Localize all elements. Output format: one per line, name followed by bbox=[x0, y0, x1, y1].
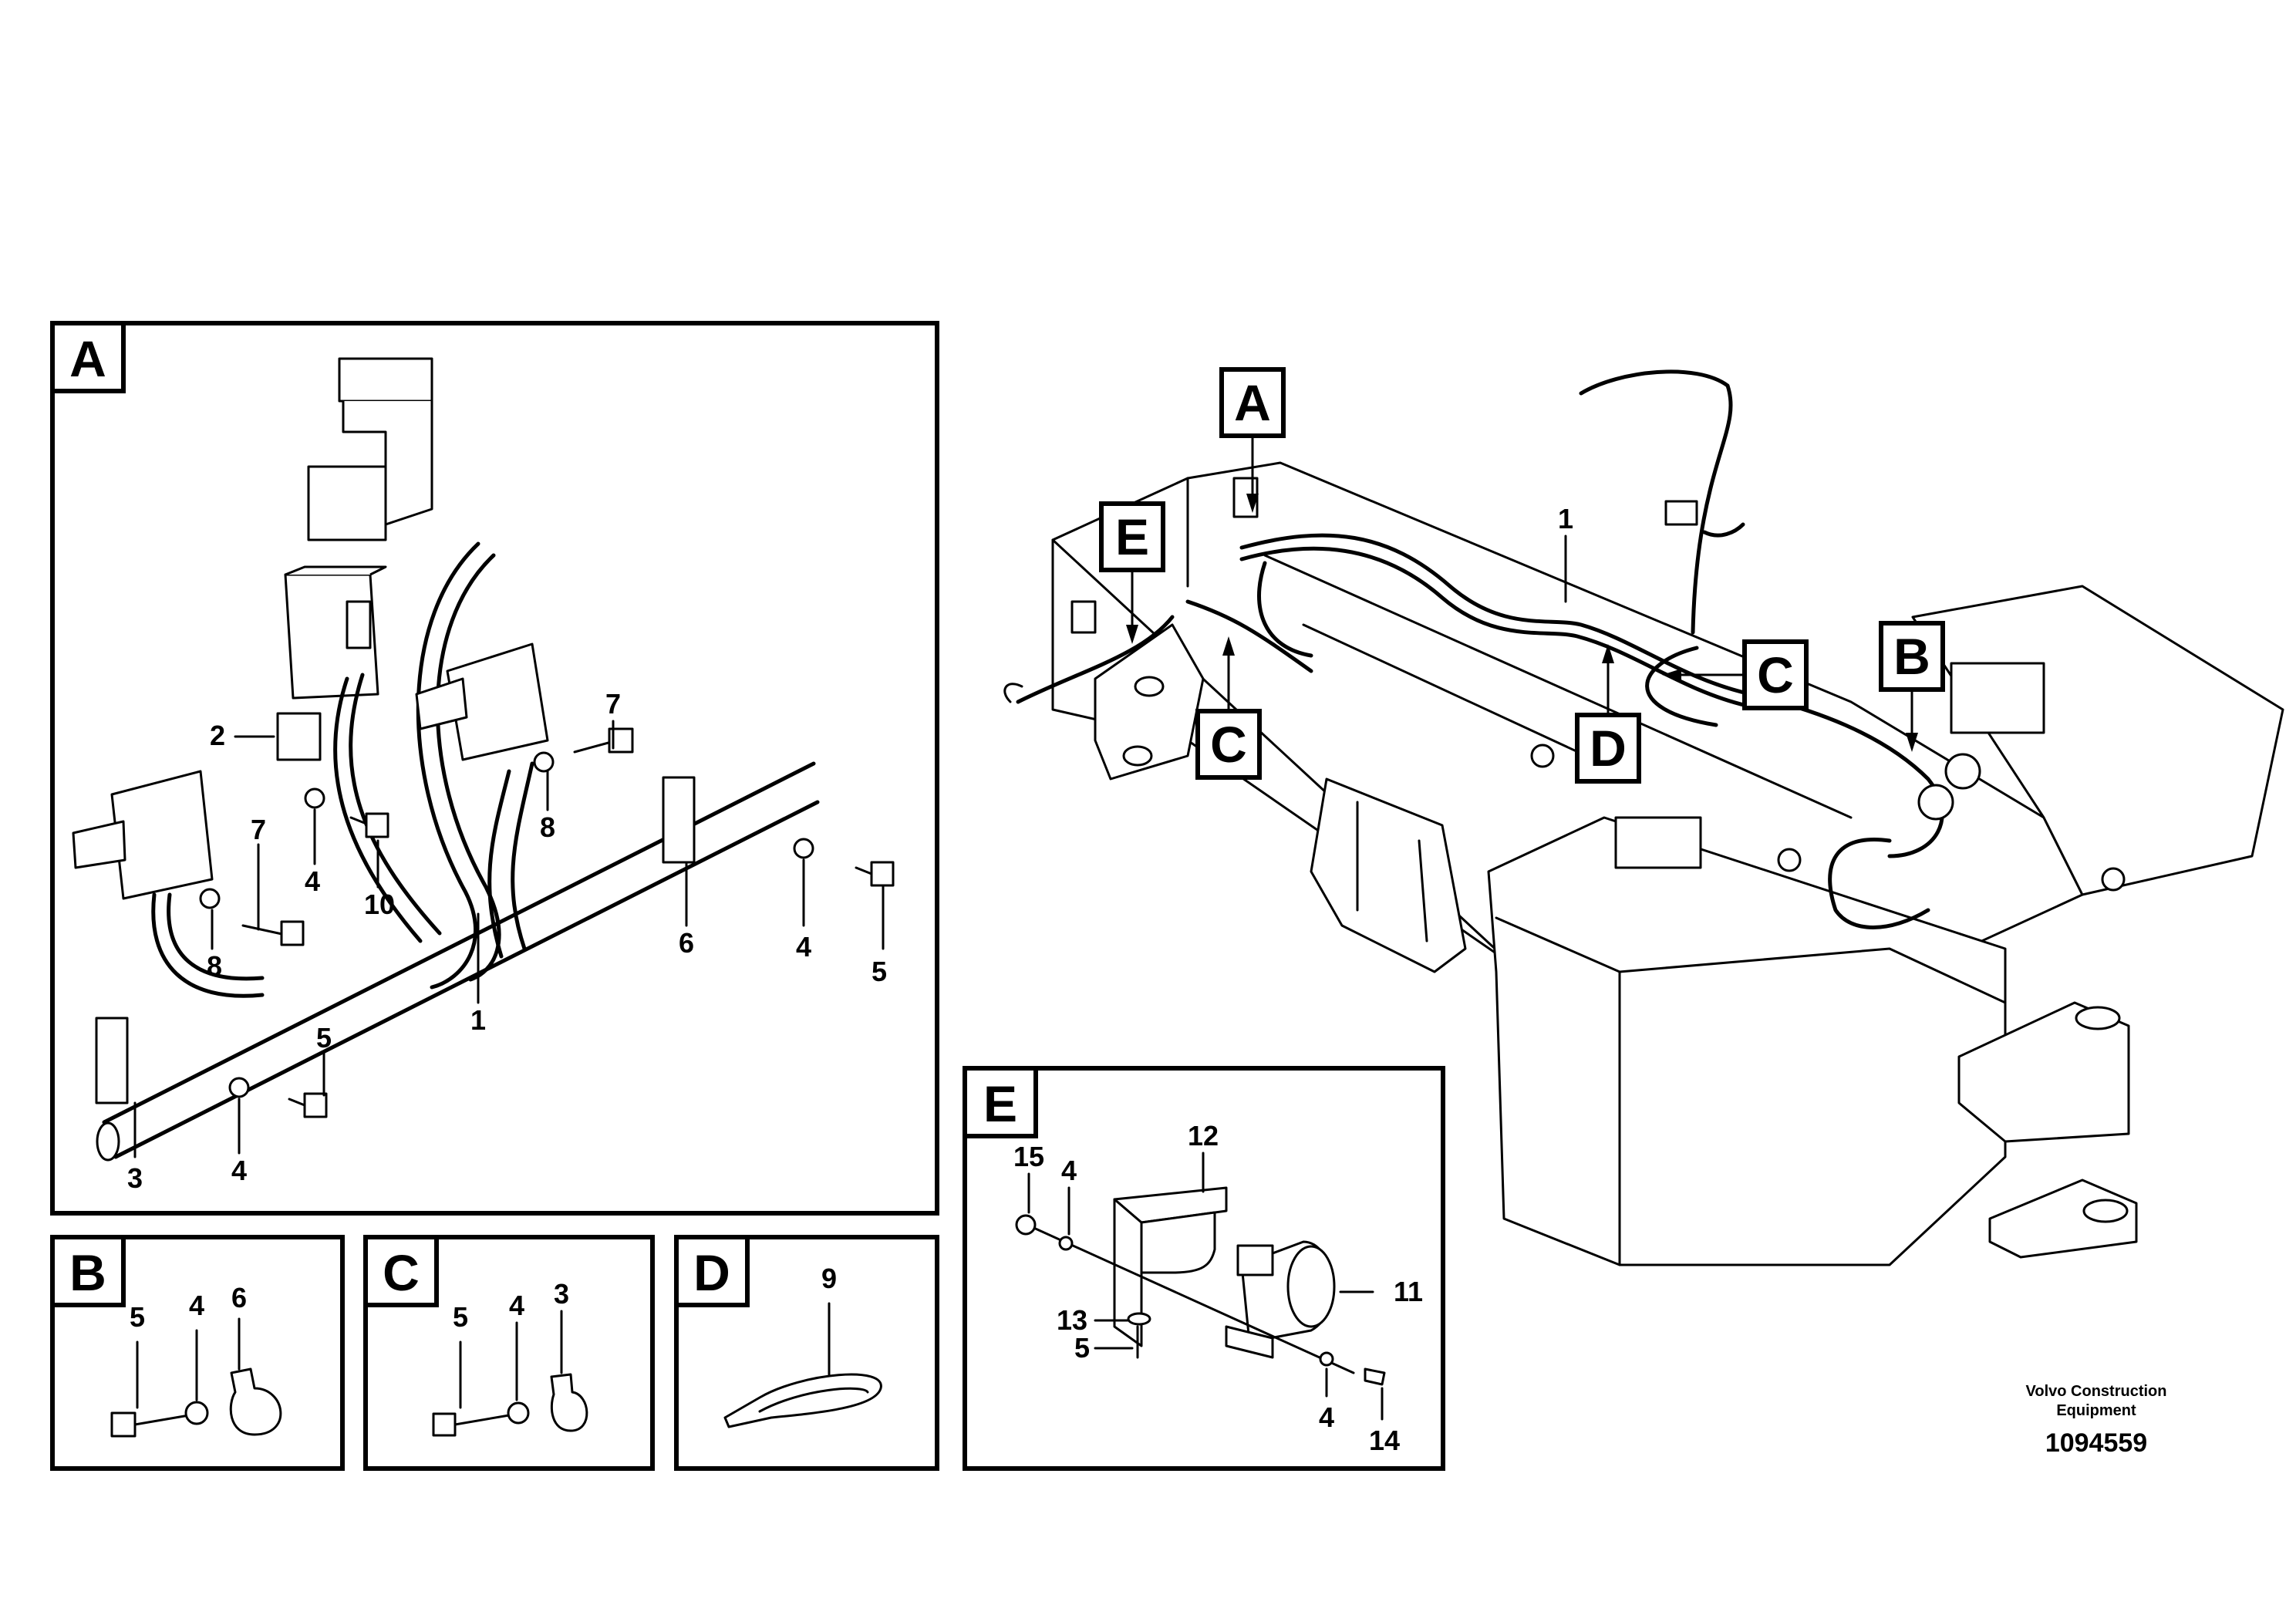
part-number: 9 bbox=[821, 1263, 837, 1294]
panel-e: E 12 15 4 13 5 11 4 14 bbox=[963, 1066, 1445, 1471]
svg-text:E: E bbox=[1115, 508, 1149, 565]
panel-d: D 9 bbox=[674, 1235, 939, 1471]
part-number: 8 bbox=[540, 811, 555, 843]
part-number: 6 bbox=[679, 927, 694, 959]
part-number: 4 bbox=[509, 1290, 524, 1321]
callout-e: E bbox=[1099, 501, 1165, 644]
part-number: 11 bbox=[1394, 1276, 1423, 1307]
part-number: 5 bbox=[1074, 1332, 1090, 1364]
part-number: 14 bbox=[1369, 1425, 1400, 1456]
counterweight bbox=[1487, 816, 2007, 1266]
bracket-2 bbox=[276, 712, 322, 761]
svg-text:C: C bbox=[1757, 646, 1794, 703]
part-number: 4 bbox=[1319, 1401, 1334, 1433]
clamp-3 bbox=[95, 1017, 129, 1104]
relay-stack bbox=[284, 357, 433, 700]
relay-left bbox=[72, 770, 214, 900]
callout-c-left: C bbox=[1195, 636, 1262, 780]
part-number: 12 bbox=[1188, 1120, 1219, 1152]
part-number: 1 bbox=[1558, 503, 1573, 534]
part-number: 4 bbox=[305, 865, 320, 897]
drawing-number: 1094559 bbox=[2045, 1428, 2147, 1458]
part-number: 7 bbox=[605, 688, 621, 720]
part-number: 8 bbox=[207, 950, 222, 982]
svg-text:C: C bbox=[1210, 716, 1247, 773]
part-number: 3 bbox=[554, 1278, 569, 1310]
relay-right bbox=[415, 642, 549, 761]
credit-line-1: Volvo Construction bbox=[2026, 1383, 2167, 1400]
credit-line-2: Equipment bbox=[2056, 1402, 2136, 1419]
part-number: 4 bbox=[231, 1155, 247, 1186]
panel-e-label: E bbox=[983, 1075, 1017, 1132]
panel-a-label: A bbox=[69, 330, 106, 387]
part-number: 3 bbox=[127, 1162, 143, 1194]
panel-a: A bbox=[50, 321, 939, 1216]
panel-b: B 5 4 6 bbox=[50, 1235, 345, 1471]
wire-harness bbox=[1239, 533, 1944, 858]
callout-c-right: C bbox=[1662, 639, 1809, 710]
part-number: 5 bbox=[316, 1022, 332, 1054]
part-number: 4 bbox=[1061, 1155, 1077, 1186]
panel-c-label: C bbox=[383, 1244, 420, 1301]
part-number: 2 bbox=[210, 720, 225, 751]
svg-text:A: A bbox=[1234, 374, 1271, 431]
part-number: 4 bbox=[189, 1290, 204, 1321]
part-number: 10 bbox=[364, 889, 395, 920]
callout-a: A bbox=[1219, 367, 1286, 513]
panel-c: C 5 4 3 bbox=[363, 1235, 655, 1471]
callout-d: D bbox=[1575, 644, 1641, 784]
cables bbox=[151, 541, 534, 998]
clamp-6 bbox=[662, 776, 696, 864]
part-number: 13 bbox=[1057, 1304, 1087, 1336]
part-number: 5 bbox=[130, 1301, 145, 1333]
harness-tube bbox=[96, 761, 820, 1162]
panel-d-label: D bbox=[693, 1244, 730, 1301]
part-number: 6 bbox=[231, 1282, 247, 1313]
callout-b: B bbox=[1879, 621, 1945, 752]
svg-text:B: B bbox=[1893, 628, 1930, 685]
overview-machine: A E C C D B bbox=[1003, 367, 2284, 1266]
panel-b-label: B bbox=[69, 1244, 106, 1301]
part-number: 1 bbox=[470, 1004, 486, 1036]
svg-text:D: D bbox=[1590, 720, 1627, 777]
part-number: 5 bbox=[872, 956, 887, 987]
part-number: 5 bbox=[453, 1301, 468, 1333]
part-number: 7 bbox=[251, 814, 266, 845]
part-number: 15 bbox=[1013, 1141, 1044, 1172]
part-number: 4 bbox=[796, 931, 811, 963]
